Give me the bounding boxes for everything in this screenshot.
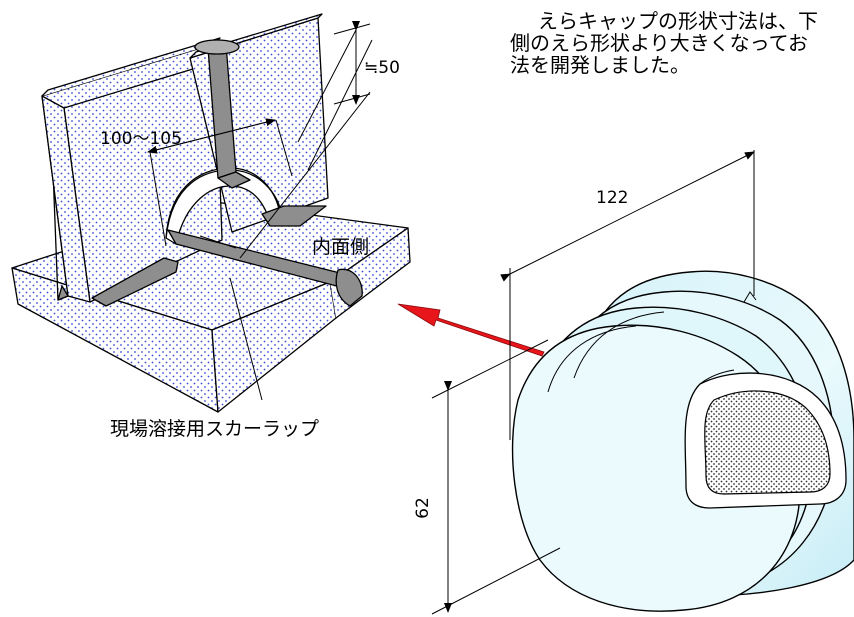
inner-side-label: 内面側	[312, 236, 370, 258]
fillet-weld-left	[91, 257, 179, 307]
approx-height-label: ≒50	[364, 58, 400, 78]
gill-cap	[511, 270, 854, 612]
cap-core	[704, 390, 831, 495]
range-label: 100～105	[100, 129, 182, 149]
fillet-weld-right	[261, 205, 327, 227]
note-text-line-1: えらキャップの形状寸法は、下	[538, 9, 818, 33]
right-dimension-lines	[431, 150, 755, 615]
note-text-line-3: 法を開発しました。	[510, 53, 690, 77]
direction-arrow	[397, 303, 545, 357]
left-annotation-lines	[147, 21, 373, 401]
note-text-line-2: 側のえら形状より大きくなってお	[510, 31, 808, 55]
height-dimension-label: 62	[412, 497, 433, 519]
width-dimension-label: 122	[596, 188, 629, 208]
steel-assembly	[11, 13, 411, 413]
scallop-label: 現場溶接用スカーラップ	[110, 418, 320, 440]
